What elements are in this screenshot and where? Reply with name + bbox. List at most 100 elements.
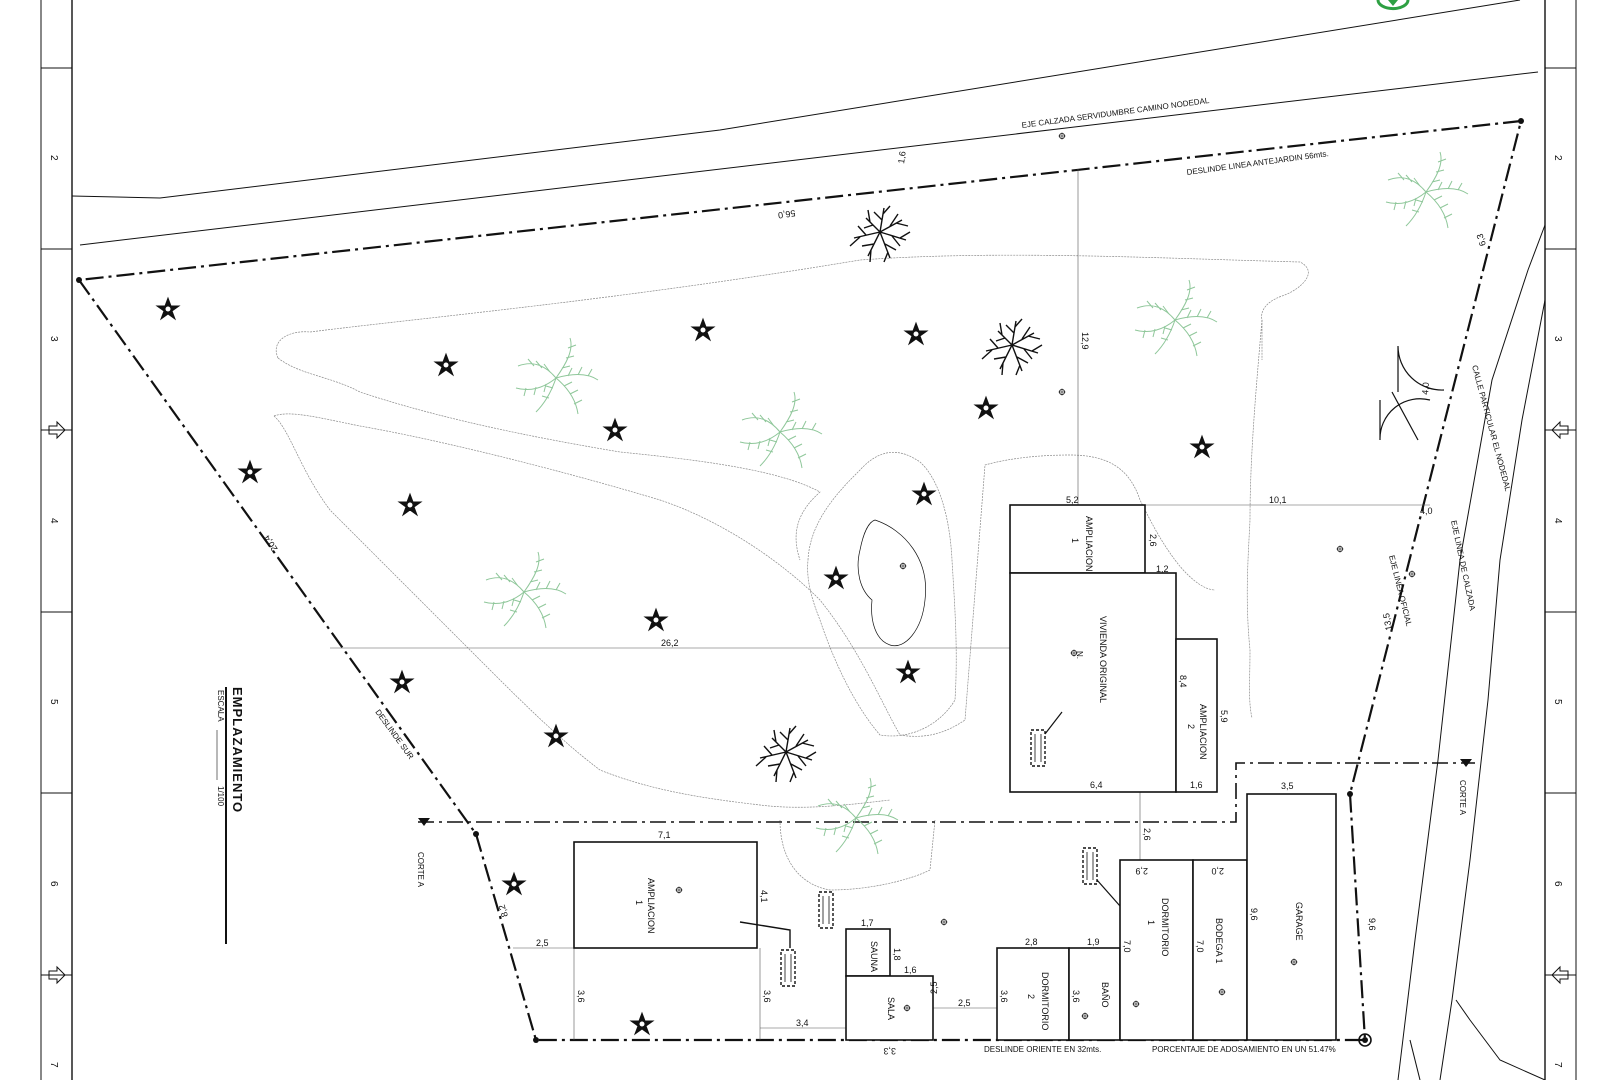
dimension: 2,5 xyxy=(929,981,939,994)
grid-numbers-left: 2 3 4 5 6 7 xyxy=(48,155,59,1068)
adosamiento-label: PORCENTAJE DE ADOSAMIENTO EN UN 51.47% xyxy=(1152,1045,1336,1054)
building-bodega-1: BODEGA 1 xyxy=(1192,859,1248,1041)
building-dormitorio-2: DORMITORIO 2 xyxy=(996,947,1070,1041)
drawing-title: EMPLAZAMIENTO xyxy=(230,687,245,813)
section-cut-a: CORTE A CORTE A xyxy=(416,759,1475,888)
dimension-lines xyxy=(330,169,1430,1040)
dimension: 2,0 xyxy=(1211,866,1224,876)
dimension: 3,6 xyxy=(762,990,772,1003)
dimension: 20,4 xyxy=(262,533,280,553)
room-label: SAUNA xyxy=(869,941,879,972)
grid-number: 2 xyxy=(1552,155,1563,161)
grid-number: 4 xyxy=(48,518,59,524)
deslinde-sur-label: DESLINDE SUR xyxy=(373,708,415,761)
dimension: 6,3 xyxy=(1475,232,1488,247)
dimension: 1,7 xyxy=(861,918,874,928)
dimension: 2,9 xyxy=(1135,866,1148,876)
room-number: 1 xyxy=(1070,538,1080,543)
dimension: 2,6 xyxy=(1142,828,1152,841)
deslinde-oriente-label: DESLINDE ORIENTE EN 32mts. xyxy=(984,1045,1101,1054)
dimension: 2,8 xyxy=(1025,937,1038,947)
building-ampliacion-2: AMPLIACION 2 xyxy=(1175,638,1218,793)
dimension: 4,1 xyxy=(759,890,769,903)
grid-number: 6 xyxy=(1552,881,1563,887)
dimension: 3,5 xyxy=(1281,781,1294,791)
grid-number: 4 xyxy=(1552,518,1563,524)
eje-calzada-label: EJE CALZADA SERVIDUMBRE CAMINO NODEDAL xyxy=(1021,96,1210,130)
corte-a-label-right: CORTE A xyxy=(1458,780,1467,816)
dimension: 3,6 xyxy=(1071,990,1081,1003)
grid-number: 5 xyxy=(48,699,59,705)
dimension: 1,6 xyxy=(904,965,917,975)
room-label: BAÑO xyxy=(1100,982,1110,1008)
dimension: 3,6 xyxy=(576,990,586,1003)
room-label: AMPLIACION xyxy=(1198,704,1208,760)
building-ampliacion-1-left: AMPLIACION 1 xyxy=(573,841,758,949)
dimension: 8,2 xyxy=(497,903,510,918)
dimension: 8,4 xyxy=(1178,675,1188,688)
dimension: 6,4 xyxy=(1090,780,1103,790)
dimension: 1,6 xyxy=(1190,780,1203,790)
palm-plants xyxy=(483,151,1469,855)
building-sala: SALA xyxy=(845,975,934,1041)
grid-number: 2 xyxy=(48,155,59,161)
room-number: 1 xyxy=(1146,920,1156,925)
road-labels: EJE CALZADA SERVIDUMBRE CAMINO NODEDAL D… xyxy=(373,96,1512,1054)
grid-number: 3 xyxy=(1552,336,1563,342)
dimension: 56,0 xyxy=(777,208,796,220)
deslinde-antejardin-label: DESLINDE LINEA ANTEJARDIN 56mts. xyxy=(1186,149,1329,177)
dimension: 1,6 xyxy=(896,150,908,164)
building-sauna: SAUNA xyxy=(845,928,891,977)
dimension: 7,0 xyxy=(1195,940,1205,953)
dimension: 1,2 xyxy=(1156,564,1169,574)
boundary-vertices xyxy=(76,118,1524,1047)
room-label: GARAGE xyxy=(1294,902,1304,941)
grid-number: 7 xyxy=(1552,1062,1563,1068)
room-label: SALA xyxy=(886,997,896,1020)
room-label: AMPLIACION xyxy=(646,878,656,934)
level-label: N. xyxy=(1075,651,1084,659)
drawing-frame xyxy=(40,0,1577,1080)
grid-numbers-right: 2 3 4 5 6 7 xyxy=(1552,155,1563,1068)
dimension: 26,2 xyxy=(661,638,679,648)
dimension: 9,6 xyxy=(1249,908,1259,921)
dimension: 1,9 xyxy=(1087,937,1100,947)
dimension: 2,6 xyxy=(1148,534,1158,547)
level-markers xyxy=(899,132,1416,926)
planter-areas xyxy=(273,254,1309,891)
limit-markers xyxy=(739,711,1121,987)
room-label: DORMITORIO xyxy=(1040,972,1050,1030)
grid-number: 3 xyxy=(48,336,59,342)
room-label: BODEGA 1 xyxy=(1214,918,1224,964)
north-arrow-icon xyxy=(1376,0,1410,11)
grid-number: 7 xyxy=(48,1062,59,1068)
dimension: 13,5 xyxy=(1381,612,1394,631)
dimension: 3,3 xyxy=(883,1046,896,1056)
dimension: 4,0 xyxy=(1420,506,1433,516)
building-ampliacion-1-top: AMPLIACION 1 xyxy=(1009,504,1146,574)
scale-value: 1/100 xyxy=(216,786,225,807)
dimension: 2,5 xyxy=(536,938,549,948)
room-number: 2 xyxy=(1026,994,1036,999)
road-lines xyxy=(71,0,1546,1080)
dimension: 2,5 xyxy=(958,998,971,1008)
room-label: VIVIENDA ORIGINAL xyxy=(1098,616,1108,703)
tree-plants xyxy=(755,205,1043,783)
room-number: 2 xyxy=(1186,724,1196,729)
grid-number: 6 xyxy=(48,881,59,887)
eje-linea-calzada-label: EJE LINEA DE CALZADA xyxy=(1449,520,1477,613)
dimension: 7,0 xyxy=(1122,940,1132,953)
corte-a-label-left: CORTE A xyxy=(416,852,425,888)
room-label: DORMITORIO xyxy=(1160,898,1170,956)
dimension: 5,2 xyxy=(1066,495,1079,505)
grid-number: 5 xyxy=(1552,699,1563,705)
scale-label: ESCALA xyxy=(216,690,225,722)
room-label: AMPLIACION xyxy=(1084,516,1094,572)
dimension: 12,9 xyxy=(1080,332,1090,350)
dimension: 4,0 xyxy=(1420,382,1431,395)
building-dormitorio-1: DORMITORIO 1 xyxy=(1119,859,1194,1041)
room-number: 1 xyxy=(634,900,644,905)
building-garage: GARAGE xyxy=(1246,793,1337,1041)
entrance-gate xyxy=(1379,345,1445,441)
